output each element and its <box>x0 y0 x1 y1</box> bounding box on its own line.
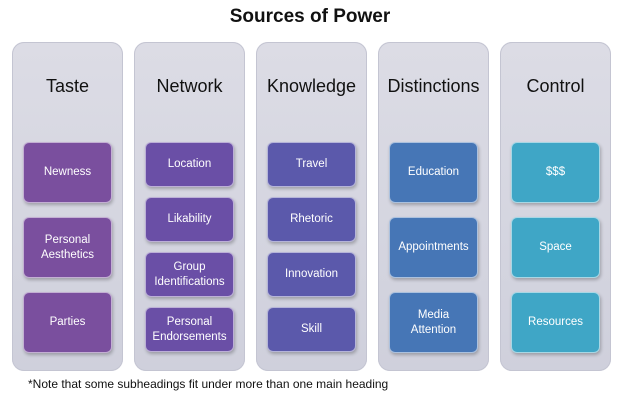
column-distinctions: Distinctions Education Appointments Medi… <box>378 42 489 371</box>
item-box: Rhetoric <box>267 197 356 242</box>
item-box: Newness <box>23 142 112 203</box>
column-heading: Knowledge <box>266 76 357 96</box>
item-box: Space <box>511 217 600 278</box>
item-box: Media Attention <box>389 292 478 353</box>
column-heading: Control <box>526 76 585 96</box>
item-box: Personal Aesthetics <box>23 217 112 278</box>
item-box: Likability <box>145 197 234 242</box>
item-box: Innovation <box>267 252 356 297</box>
column-heading: Taste <box>45 76 90 96</box>
columns-container: Taste Newness Personal Aesthetics Partie… <box>12 42 612 371</box>
item-box: Education <box>389 142 478 203</box>
column-taste: Taste Newness Personal Aesthetics Partie… <box>12 42 123 371</box>
column-knowledge: Knowledge Travel Rhetoric Innovation Ski… <box>256 42 367 371</box>
item-box: Resources <box>511 292 600 353</box>
item-box: $$$ <box>511 142 600 203</box>
column-control: Control $$$ Space Resources <box>500 42 611 371</box>
item-box: Personal Endorsements <box>145 307 234 352</box>
footnote: *Note that some subheadings fit under mo… <box>28 377 389 391</box>
item-box: Appointments <box>389 217 478 278</box>
item-box: Skill <box>267 307 356 352</box>
item-box: Travel <box>267 142 356 187</box>
column-network: Network Location Likability Group Identi… <box>134 42 245 371</box>
column-heading: Network <box>156 76 223 96</box>
item-box: Group Identifications <box>145 252 234 297</box>
diagram-title: Sources of Power <box>229 6 391 27</box>
item-box: Location <box>145 142 234 187</box>
column-heading: Distinctions <box>387 76 480 96</box>
item-box: Parties <box>23 292 112 353</box>
